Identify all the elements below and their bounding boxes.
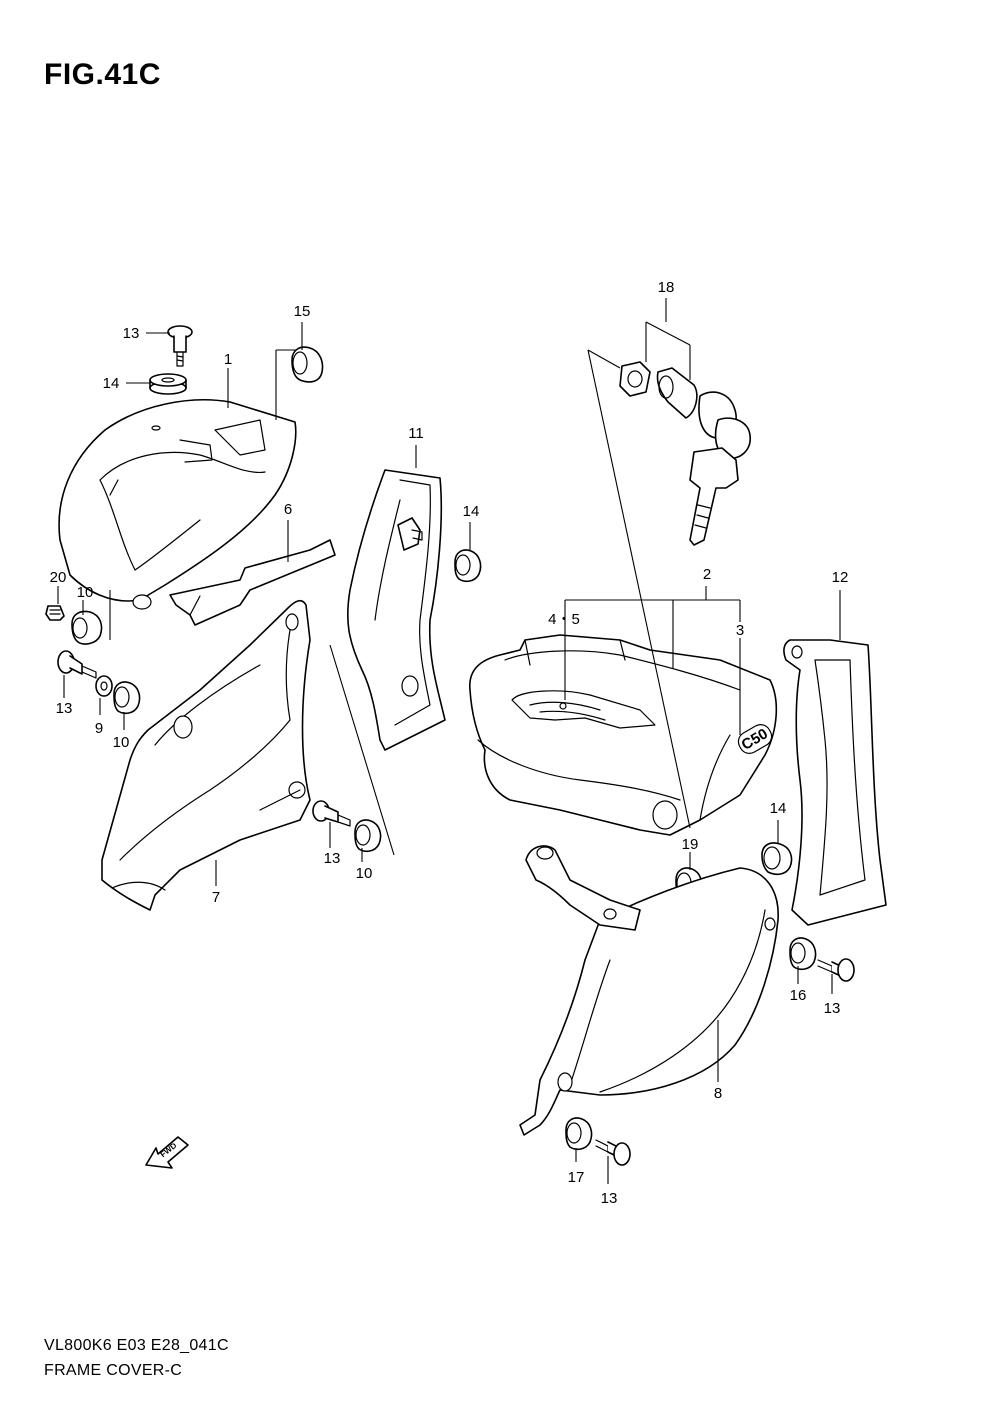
part-17-grommet (565, 1117, 593, 1151)
part-15-grommet (291, 346, 324, 383)
figure-title: FIG.41C (44, 58, 161, 91)
part-13-bolt-bottom (595, 1139, 631, 1166)
callout-3: 3 (736, 622, 744, 639)
leader-lines (57, 298, 841, 1184)
callout-1: 1 (224, 351, 232, 368)
callout-13-top: 13 (123, 325, 140, 342)
callout-13-bottom: 13 (601, 1190, 618, 1207)
callout-20: 20 (50, 569, 67, 586)
callout-8: 8 (714, 1085, 722, 1102)
part-13-bolt-right (817, 958, 855, 982)
part-14-grommet-right (761, 842, 793, 876)
callout-6: 6 (284, 501, 292, 518)
callout-14-top: 14 (103, 375, 120, 392)
part-10-grommet-right (354, 819, 382, 853)
callout-19: 19 (682, 836, 699, 853)
part-13-bolt-center-left (312, 800, 351, 827)
callout-12: 12 (832, 569, 849, 586)
part-12-bracket (783, 639, 887, 926)
part-7-frame-cover-lower (101, 599, 311, 911)
part-10-grommet-mid (113, 681, 141, 715)
part-1-frame-cover-upper (58, 399, 297, 610)
part-10-grommet-left (71, 610, 103, 645)
callout-10-right: 10 (356, 865, 373, 882)
callout-11: 11 (408, 425, 424, 442)
part-13-bolt-left (57, 650, 97, 679)
callout-18: 18 (658, 279, 675, 296)
callout-13-right: 13 (824, 1000, 841, 1017)
callout-10-left: 10 (77, 584, 94, 601)
model-code: VL800K6 E03 E28_041C (44, 1337, 229, 1354)
callout-14-mid: 14 (463, 503, 480, 520)
callout-4-5: 4・5 (548, 611, 580, 628)
part-20-screw (45, 605, 65, 621)
callout-7: 7 (212, 889, 220, 906)
callout-16: 16 (790, 987, 807, 1004)
part-11-bracket (346, 469, 446, 751)
part-14-grommet-top (149, 373, 187, 395)
callout-17: 17 (568, 1169, 585, 1186)
callout-10-mid: 10 (113, 734, 130, 751)
fwd-direction-marker: FWD (145, 1136, 189, 1169)
part-8-side-cover (519, 845, 779, 1136)
callout-14-right: 14 (770, 800, 787, 817)
callout-13-left: 13 (56, 700, 73, 717)
figure-caption: FRAME COVER-C (44, 1362, 183, 1379)
part-6-bracket (169, 539, 336, 626)
part-16-grommet (789, 937, 817, 971)
part-18-lock-set (619, 361, 751, 546)
callout-15: 15 (294, 303, 311, 320)
part-14-grommet-mid (454, 549, 482, 583)
callout-9: 9 (95, 720, 103, 737)
part-9-washer (95, 675, 113, 697)
part-13-bolt-top (167, 325, 193, 367)
callout-2: 2 (703, 566, 711, 583)
arrow-left-down-icon (145, 1136, 189, 1169)
part-2-frame-cover-right (469, 634, 778, 836)
callout-13-center: 13 (324, 850, 341, 867)
callout-labels: 13 14 1 15 6 20 10 13 9 10 7 13 10 11 14… (50, 279, 849, 1207)
